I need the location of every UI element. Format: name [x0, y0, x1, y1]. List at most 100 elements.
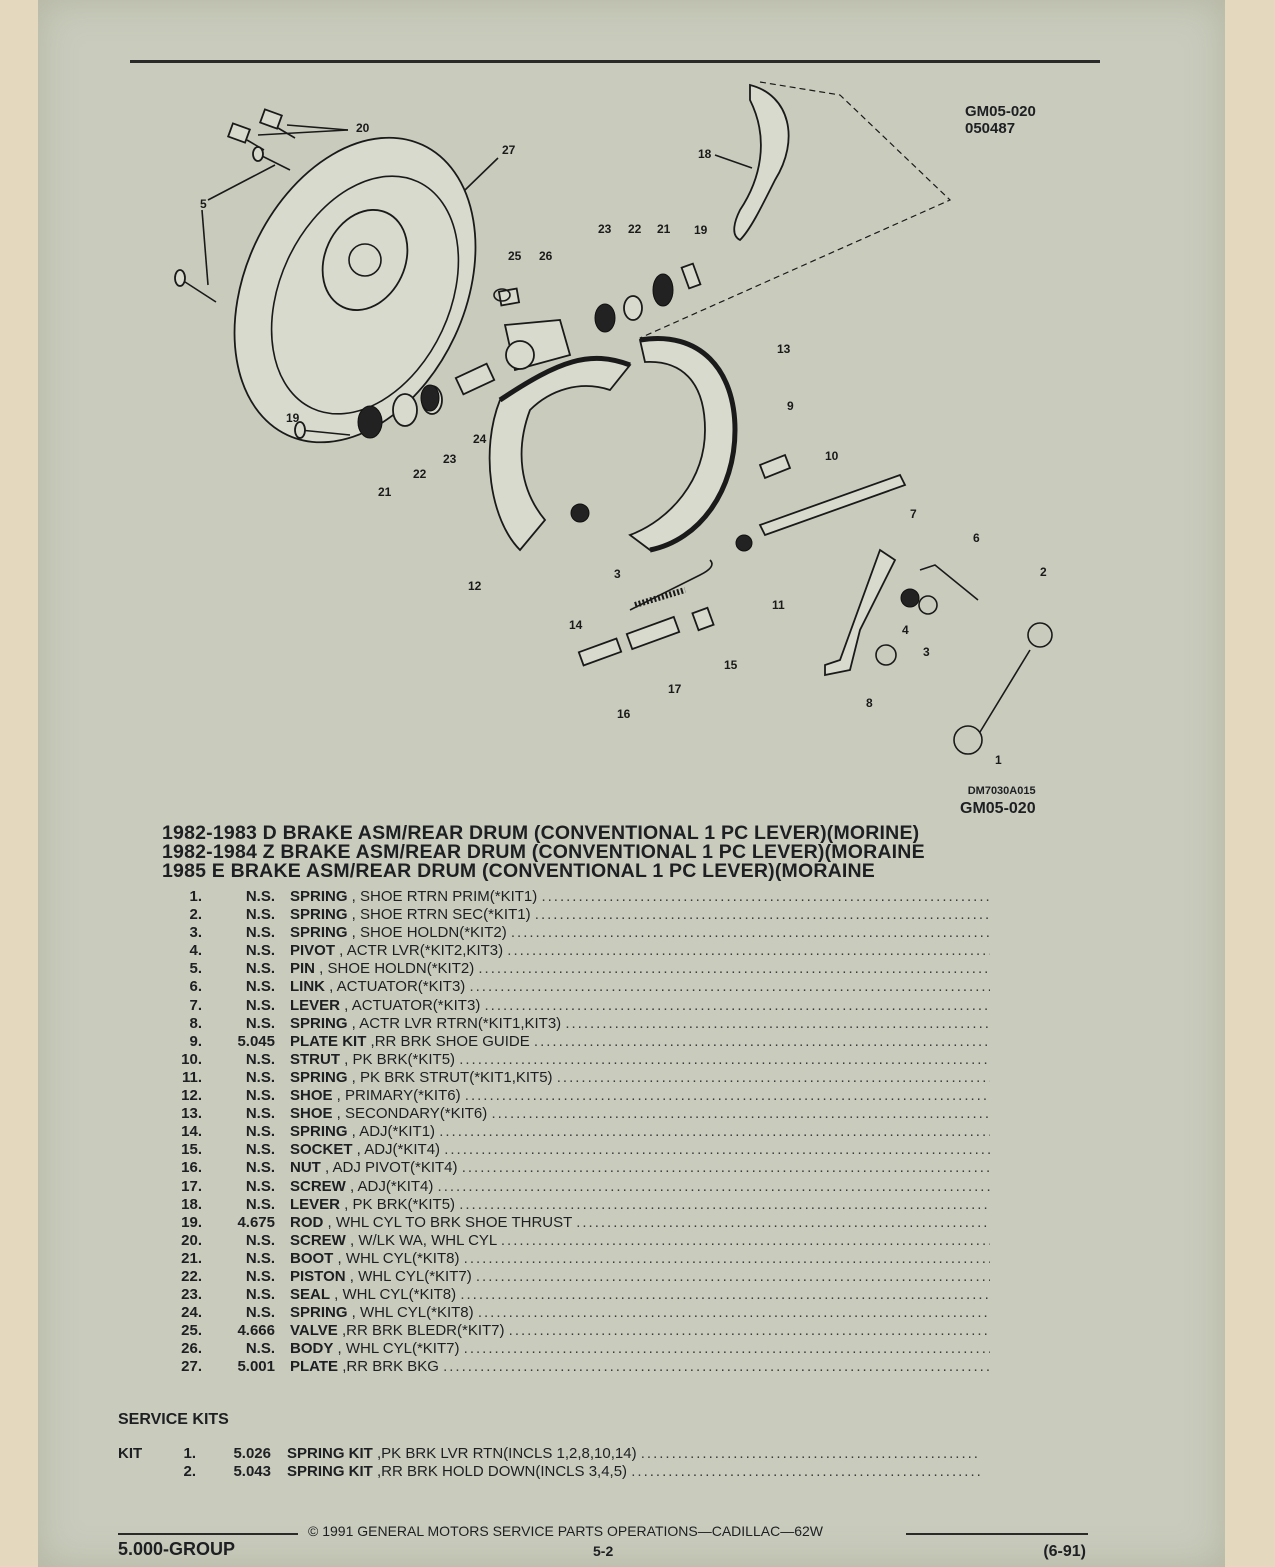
item-description: BOOT , WHL CYL(*KIT8) ..................…: [290, 1250, 990, 1268]
part-row: 1.N.S.SPRING , SHOE RTRN PRIM(*KIT1) ...…: [160, 888, 990, 906]
item-name: PLATE: [290, 1358, 339, 1376]
catalog-page: [38, 0, 1225, 1567]
dot-leader: ........................................…: [507, 942, 990, 960]
part-row: 17.N.S.SCREW , ADJ(*KIT4) ..............…: [160, 1178, 990, 1196]
item-detail: , ADJ(*KIT1): [347, 1123, 436, 1141]
item-name: SCREW: [290, 1231, 346, 1249]
callout: 15: [724, 658, 738, 672]
item-number: 2.: [183, 1463, 196, 1481]
section-titles: 1982-1983 D BRAKE ASM/REAR DRUM (CONVENT…: [162, 823, 925, 882]
item-number: 4.: [189, 942, 202, 960]
item-code: N.S.: [245, 924, 275, 942]
assembly-dashed-line: [639, 81, 952, 339]
item-description: LEVER , PK BRK(*KIT5) ..................…: [290, 1196, 990, 1214]
part-row: 24.N.S.SPRING , WHL CYL(*KIT8) .........…: [160, 1304, 990, 1322]
callout: 1: [995, 753, 1002, 767]
callout: 12: [468, 579, 482, 593]
callout: 21: [657, 222, 671, 236]
part-row: 15. N.S. SOCKET , ADJ(*KIT4) .............…: [160, 1141, 990, 1159]
item-name: SPRING KIT: [287, 1445, 373, 1462]
item-number: 15.: [181, 1141, 202, 1159]
item-detail: , WHL CYL(*KIT7): [333, 1340, 460, 1358]
item-number: 1.: [189, 888, 202, 905]
dot-leader: ........................................…: [484, 996, 990, 1014]
item-description: PLATE KIT ,RR BRK SHOE GUIDE ...........…: [290, 1033, 990, 1051]
dot-leader: ........................................…: [491, 1105, 990, 1123]
item-description: PIVOT , ACTR LVR(*KIT2,KIT3) ...........…: [290, 942, 990, 960]
callout: 4: [902, 623, 909, 637]
callout: 27: [502, 143, 516, 157]
dot-leader: ........................................…: [640, 1445, 980, 1462]
item-number: 12.: [181, 1087, 202, 1105]
item-name: SPRING: [290, 1014, 348, 1032]
leader-27: [464, 157, 499, 191]
item-detail: , W/LK WA, WHL CYL: [345, 1231, 497, 1249]
part-row: 10.N.S.STRUT , PK BRK(*KIT5) ...........…: [160, 1051, 990, 1069]
callout: 24: [473, 432, 487, 446]
item-code: N.S.: [245, 1159, 275, 1177]
item-description: PISTON , WHL CYL(*KIT7) ................…: [290, 1268, 990, 1286]
footer-date: (6-91): [1043, 1543, 1086, 1560]
dot-leader: ........................................…: [444, 1141, 990, 1159]
dot-leader: ........................................…: [469, 978, 990, 996]
dot-leader: ........................................…: [534, 906, 990, 924]
item-name: SHOE: [290, 1105, 333, 1123]
item-name: SCREW: [290, 1177, 346, 1195]
item-name: LEVER: [290, 996, 341, 1014]
park-brake-lever: [733, 83, 790, 242]
exploded-brake-diagram: 20 27 5 18 23 22 21 19 25 26 13 9 10 19 …: [174, 81, 1053, 767]
item-detail: , ADJ PIVOT(*KIT4): [320, 1159, 458, 1177]
part-row: 7.N.S.LEVER , ACTUATOR(*KIT3) ..........…: [160, 997, 990, 1015]
item-detail: ,RR BRK HOLD DOWN(INCLS 3,4,5): [372, 1463, 628, 1481]
item-code: N.S.: [245, 1231, 275, 1249]
part-row: 2.N.S.SPRING , SHOE RTRN SEC(*KIT1) ....…: [160, 906, 990, 924]
item-detail: , SHOE RTRN PRIM(*KIT1): [347, 888, 538, 905]
item-description: SHOE , PRIMARY(*KIT6) ..................…: [290, 1087, 990, 1105]
item-detail: , ADJ(*KIT4): [352, 1141, 441, 1159]
footer-rule-left: [118, 1533, 298, 1535]
pin-5: [174, 146, 291, 303]
item-name: STRUT: [290, 1050, 340, 1068]
dot-leader: ........................................…: [565, 1014, 990, 1032]
part-row: 6.N.S.LINK , ACTUATOR(*KIT3) ...........…: [160, 978, 990, 996]
item-detail: , WHL CYL(*KIT7): [345, 1267, 472, 1285]
item-code: 4.675: [237, 1213, 275, 1231]
callout: 23: [598, 222, 612, 236]
callout: 19: [694, 223, 708, 237]
item-code: N.S.: [245, 1123, 275, 1141]
part-row: 11.N.S.SPRING , PK BRK STRUT(*KIT1,KIT5)…: [160, 1069, 990, 1087]
item-code: N.S.: [245, 996, 275, 1014]
dot-leader: ........................................…: [475, 1267, 990, 1285]
item-code: N.S.: [245, 1304, 275, 1322]
callout: 14: [569, 618, 583, 632]
screw-group-20: [226, 108, 349, 151]
part-row: 26.N.S.BODY , WHL CYL(*KIT7) ...........…: [160, 1340, 990, 1358]
item-description: PIN , SHOE HOLDN(*KIT2) ................…: [290, 960, 990, 978]
item-detail: , SHOE RTRN SEC(*KIT1): [347, 906, 531, 924]
item-description: LINK , ACTUATOR(*KIT3) .................…: [290, 978, 990, 996]
item-name: ROD: [290, 1213, 324, 1231]
item-code: 5.045: [237, 1032, 275, 1050]
callout: 18: [698, 147, 712, 161]
callout: 10: [825, 449, 839, 463]
part-row: 12.N.S.SHOE , PRIMARY(*KIT6) ...........…: [160, 1087, 990, 1105]
callout: 23: [443, 452, 457, 466]
section-title: 1985 E BRAKE ASM/REAR DRUM (CONVENTIONAL…: [162, 860, 875, 882]
item-name: LEVER: [290, 1195, 341, 1213]
item-name: SPRING KIT: [287, 1463, 373, 1481]
item-code: 5.043: [233, 1463, 271, 1481]
item-description: SPRING , SHOE HOLDN(*KIT2) .............…: [290, 924, 990, 942]
item-description: SOCKET , ADJ(*KIT4) ....................…: [290, 1141, 990, 1159]
item-number: 5.: [189, 960, 202, 978]
item-number: 27.: [181, 1358, 202, 1376]
figure-code-small: DM7030A015: [967, 785, 1036, 797]
callout: 8: [866, 696, 873, 710]
item-description: SPRING , ACTR LVR RTRN(*KIT1,KIT3) .....…: [290, 1015, 990, 1033]
figure-code-bottom: DM7030A015 GM05-020: [960, 783, 1036, 817]
item-description: LEVER , ACTUATOR(*KIT3) ................…: [290, 997, 990, 1015]
item-name: PIN: [290, 960, 316, 978]
item-code: N.S.: [245, 1141, 275, 1159]
item-detail: , WHL CYL(*KIT8): [347, 1304, 474, 1322]
